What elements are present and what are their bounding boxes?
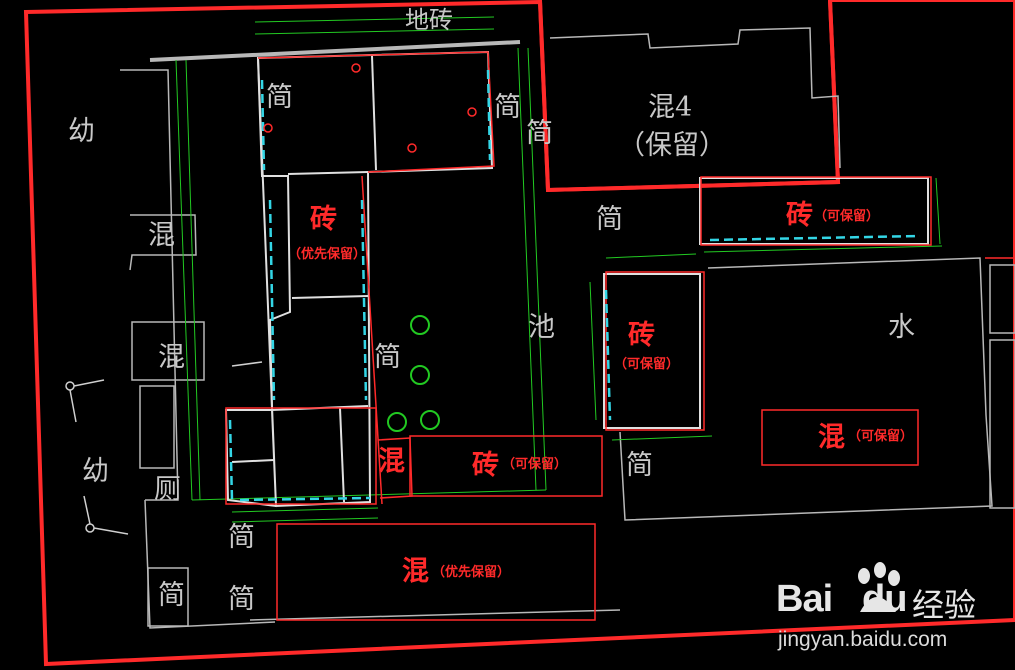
watermark-url: jingyan.baidu.com <box>778 628 948 651</box>
watermark-brand-cn: 经验 <box>912 587 977 623</box>
label-simple-9: 简 <box>228 584 255 615</box>
label-mix4-keep: （保留） <box>618 130 726 161</box>
label-brick-keep-right-note: （可保留） <box>814 209 880 224</box>
label-simple-7: 简 <box>228 522 255 553</box>
label-mix-red-left: 混 <box>378 446 405 477</box>
label-you-top: 幼 <box>68 116 95 147</box>
paw-logo-icon <box>858 562 900 612</box>
watermark-brand: Bai <box>776 578 833 620</box>
label-top-brick: 地砖 <box>405 6 453 34</box>
label-pool: 池 <box>528 312 555 343</box>
label-simple-4: 简 <box>596 204 623 235</box>
main-building-walls <box>224 50 929 508</box>
watermark-brand-du: du <box>862 578 907 620</box>
label-simple-3: 简 <box>526 118 553 149</box>
red-edges <box>225 51 932 505</box>
red-markers <box>263 63 477 153</box>
dimension-lines <box>175 16 943 523</box>
label-brick-keep-bottom: 砖 <box>472 450 499 481</box>
label-toilet: 厕 <box>154 474 181 505</box>
label-brick-prior-note: （优先保留） <box>288 247 367 262</box>
label-mix-prior-bottom: 混 <box>402 556 429 587</box>
label-mix-keep-right-note: （可保留） <box>848 429 914 444</box>
label-water: 水 <box>888 312 915 343</box>
label-mix-left1: 混 <box>148 220 175 251</box>
label-brick-prior: 砖 <box>310 204 337 235</box>
label-simple-2: 简 <box>494 92 521 123</box>
label-brick-keep-mid: 砖 <box>628 320 655 351</box>
label-mix-prior-bottom-note: （优先保留） <box>432 565 511 580</box>
label-brick-keep-bottom-note: （可保留） <box>502 457 568 472</box>
label-mix4: 混4 <box>648 92 693 123</box>
label-simple-5: 简 <box>374 342 401 373</box>
baidu-jingyan-watermark: Bai du 经验 jingyan.baidu.com <box>776 560 1006 664</box>
label-mix-keep-right: 混 <box>818 422 845 453</box>
label-brick-keep-right: 砖 <box>786 200 813 231</box>
label-you-bottom: 幼 <box>82 456 109 487</box>
label-brick-keep-mid-note: （可保留） <box>614 357 680 372</box>
label-simple-1: 简 <box>266 82 293 113</box>
label-simple-8: 简 <box>158 580 185 611</box>
tree-symbols <box>387 315 440 432</box>
window-marks <box>228 69 921 502</box>
gray-buildings <box>120 27 1015 629</box>
mix4-boundary <box>538 0 841 193</box>
red-room-outlines <box>276 257 1015 621</box>
label-mix-left2: 混 <box>158 342 185 373</box>
label-simple-6: 简 <box>626 450 653 481</box>
axis-markers <box>65 361 263 535</box>
